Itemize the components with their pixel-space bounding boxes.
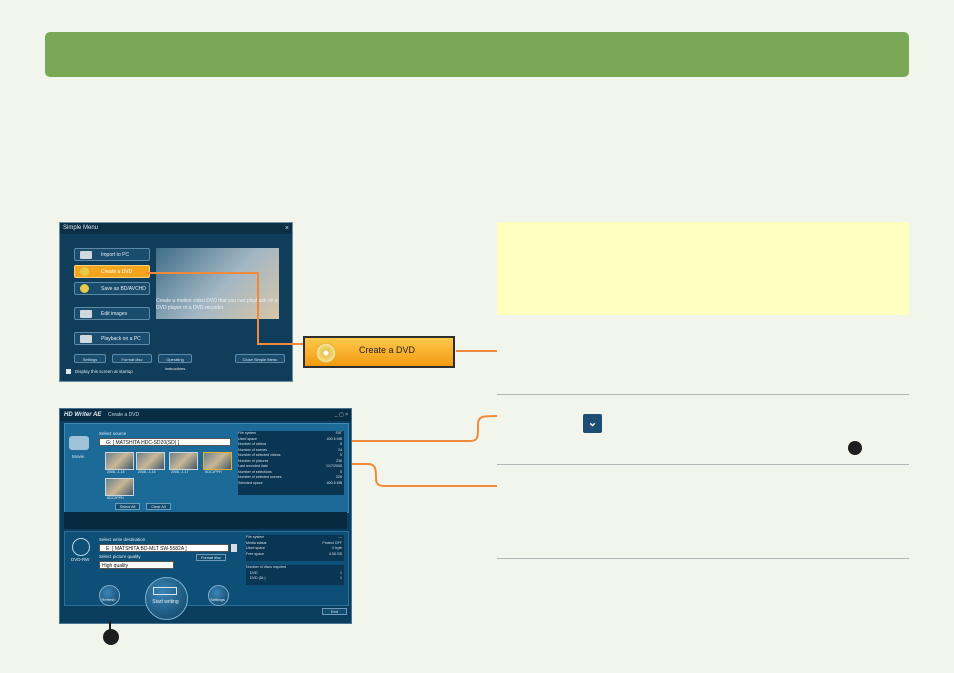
import-to-pc-button[interactable]: Import to PC <box>74 248 150 261</box>
disc-icon <box>316 343 336 363</box>
refresh-button[interactable] <box>99 585 120 606</box>
hd-writer-window: HD Writer AE Create a DVD _ ▢ × Movie Se… <box>59 408 352 624</box>
create-dvd-callout[interactable]: Create a DVD <box>303 336 455 368</box>
window-controls[interactable]: _ ▢ × <box>334 412 348 418</box>
callout-stem <box>109 621 111 633</box>
write-destination-select[interactable]: E: [ MATSHITA BD-MLT SW-5582A ] <box>99 544 229 552</box>
thumbnail[interactable] <box>169 452 198 470</box>
close-simple-menu-button[interactable]: Close Simple Menu <box>235 354 285 363</box>
settings-button[interactable] <box>208 585 229 606</box>
write-destination-label: Select write destination <box>99 537 146 542</box>
stat-row: DVD (DL)1 <box>250 576 342 580</box>
connector-thumbnails <box>233 463 497 487</box>
disc-icon <box>80 267 89 276</box>
startup-checkbox-label: Display this screen at startup <box>75 369 133 374</box>
edit-icon <box>80 310 92 318</box>
dvd-disc-icon <box>72 538 90 556</box>
connector-select-source <box>236 415 498 442</box>
hd-writer-title-bar: HD Writer AE Create a DVD _ ▢ × <box>60 409 351 421</box>
dvd-rw-label: DVD-RW <box>71 557 90 562</box>
format-disc-button[interactable]: Format disc <box>112 354 152 363</box>
divider-line <box>497 558 909 559</box>
note-box <box>497 222 909 315</box>
startup-checkbox[interactable] <box>66 369 71 374</box>
close-icon[interactable]: × <box>284 225 289 232</box>
thumbnail-caption: 2008...1.17 <box>171 470 189 474</box>
window-subtitle: Create a DVD <box>108 412 140 418</box>
edit-images-button[interactable]: Edit images <box>74 307 150 320</box>
refresh-label: Refresh <box>101 597 116 602</box>
divider-band <box>64 512 347 529</box>
clear-all-button[interactable]: Clear All <box>146 503 171 510</box>
divider-line <box>497 464 909 465</box>
movie-icon <box>69 436 89 450</box>
thumbnail-caption: SDC1PPH <box>205 470 222 474</box>
monitor-icon <box>80 335 92 343</box>
picture-quality-select[interactable]: High quality <box>99 561 174 569</box>
create-dvd-button[interactable]: Create a DVD <box>74 265 150 278</box>
create-dvd-label: Create a DVD <box>359 345 416 355</box>
chevron-down-icon: ⌄ <box>587 417 598 429</box>
thumbnail[interactable] <box>136 452 165 470</box>
divider-line <box>497 394 909 395</box>
source-panel: Movie Select source G: [ MATSHITA HDC-SD… <box>64 423 349 513</box>
source-select[interactable]: G: [ MATSHITA HDC-SD20(SD) ] <box>99 438 231 446</box>
settings-button[interactable]: Settings <box>74 354 106 363</box>
movie-label: Movie <box>72 454 85 459</box>
disc-icon <box>80 284 89 293</box>
settings-label: Settings <box>210 597 225 602</box>
simple-menu-window: Simple Menu × Import to PC Create a DVD … <box>59 222 293 382</box>
camera-to-disc-icon <box>153 587 177 595</box>
app-title: HD Writer AE <box>64 412 102 418</box>
playback-on-pc-button[interactable]: Playback on a PC <box>74 332 150 345</box>
step-marker-dot <box>848 441 862 455</box>
thumbnail-caption: SDC2PPH <box>107 496 124 500</box>
thumbnail-caption: 2008...1.16 <box>138 470 156 474</box>
thumbnail-caption: 2008...1.16 <box>107 470 125 474</box>
end-button[interactable]: End <box>322 608 347 615</box>
select-all-button[interactable]: Select All <box>115 503 140 510</box>
thumbnail[interactable] <box>105 452 134 470</box>
simple-menu-title: Simple Menu <box>60 223 292 234</box>
start-writing-label: Start writing <box>152 599 179 605</box>
picture-quality-label: Select picture quality <box>99 554 141 559</box>
pc-icon <box>80 251 92 259</box>
save-bd-avchd-button[interactable]: Save as BD/AVCHD <box>74 282 150 295</box>
dropdown-chevron-icon: ⌄ <box>583 414 602 433</box>
eject-icon[interactable] <box>231 544 237 552</box>
select-source-label: Select source <box>99 431 127 436</box>
callout-dot <box>103 629 119 645</box>
thumbnail[interactable] <box>203 452 232 470</box>
connector-create-dvd <box>146 272 303 345</box>
header-bar <box>45 32 909 77</box>
start-writing-button[interactable] <box>145 577 188 620</box>
stat-row: Number of discs required <box>246 565 287 569</box>
thumbnail[interactable] <box>105 478 134 496</box>
menu-description: Create a motion video DVD that you can p… <box>156 298 278 311</box>
stat-row: File system--- <box>246 535 342 539</box>
format-disc-button[interactable]: Format disc <box>196 554 226 561</box>
operating-instructions-button[interactable]: Operating Instructions <box>158 354 192 371</box>
